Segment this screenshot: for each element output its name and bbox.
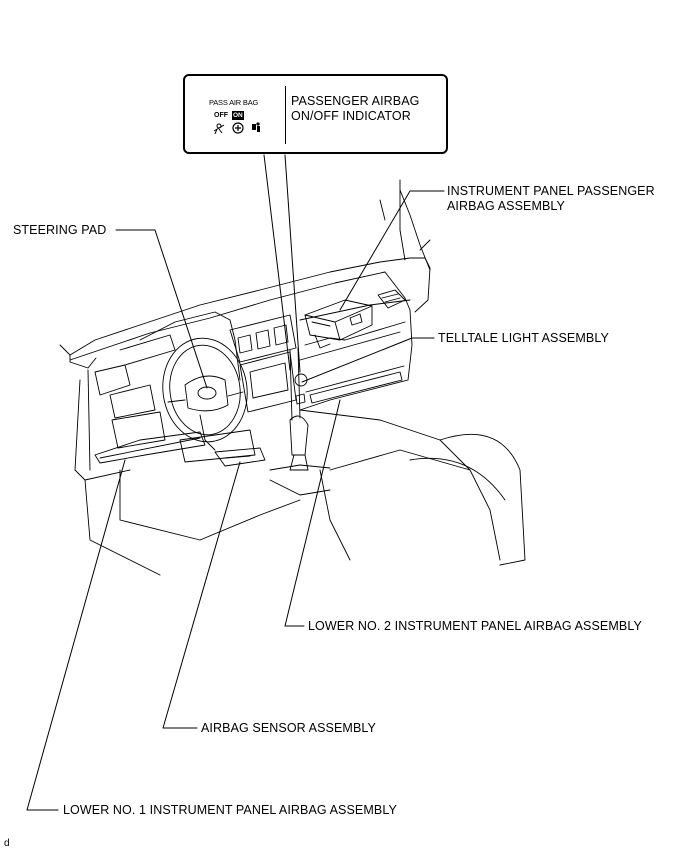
label-airbag-sensor: AIRBAG SENSOR ASSEMBLY — [201, 721, 376, 735]
off-text: OFF — [214, 112, 228, 119]
label-lower-no2-airbag: LOWER NO. 2 INSTRUMENT PANEL AIRBAG ASSE… — [308, 619, 642, 633]
label-passenger-airbag-indicator: PASSENGER AIRBAG ON/OFF INDICATOR — [291, 94, 420, 123]
leader-lower-no1 — [26, 459, 126, 811]
label-telltale-light: TELLTALE LIGHT ASSEMBLY — [438, 331, 609, 345]
label-ip-passenger-airbag: INSTRUMENT PANEL PASSENGER AIRBAG ASSEMB… — [447, 184, 655, 213]
airbag-on-icon — [232, 122, 244, 134]
leader-telltale — [301, 337, 435, 383]
dash-outline — [59, 179, 526, 576]
on-text: ON — [232, 111, 244, 120]
indicator-icons — [213, 122, 260, 135]
figure-code: d — [4, 838, 10, 849]
leader-airbag-sensor — [162, 461, 241, 729]
label-steering-pad: STEERING PAD — [13, 223, 107, 237]
leader-ip-passenger-airbag — [339, 190, 445, 311]
leader-lines — [26, 154, 445, 811]
leader-lower-no2 — [284, 399, 341, 627]
leader-steering-pad — [115, 229, 208, 389]
label-lower-no1-airbag: LOWER NO. 1 INSTRUMENT PANEL AIRBAG ASSE… — [63, 803, 397, 817]
passenger-indicator-inset — [183, 74, 448, 154]
pass-airbag-text: PASS AIR BAG — [209, 98, 259, 107]
seat-occupant-icon — [252, 122, 260, 132]
indicator-panel — [194, 86, 286, 144]
leader-passenger-indicator-2 — [284, 154, 301, 373]
airbag-off-icon — [213, 123, 225, 135]
leader-passenger-indicator — [263, 154, 291, 371]
